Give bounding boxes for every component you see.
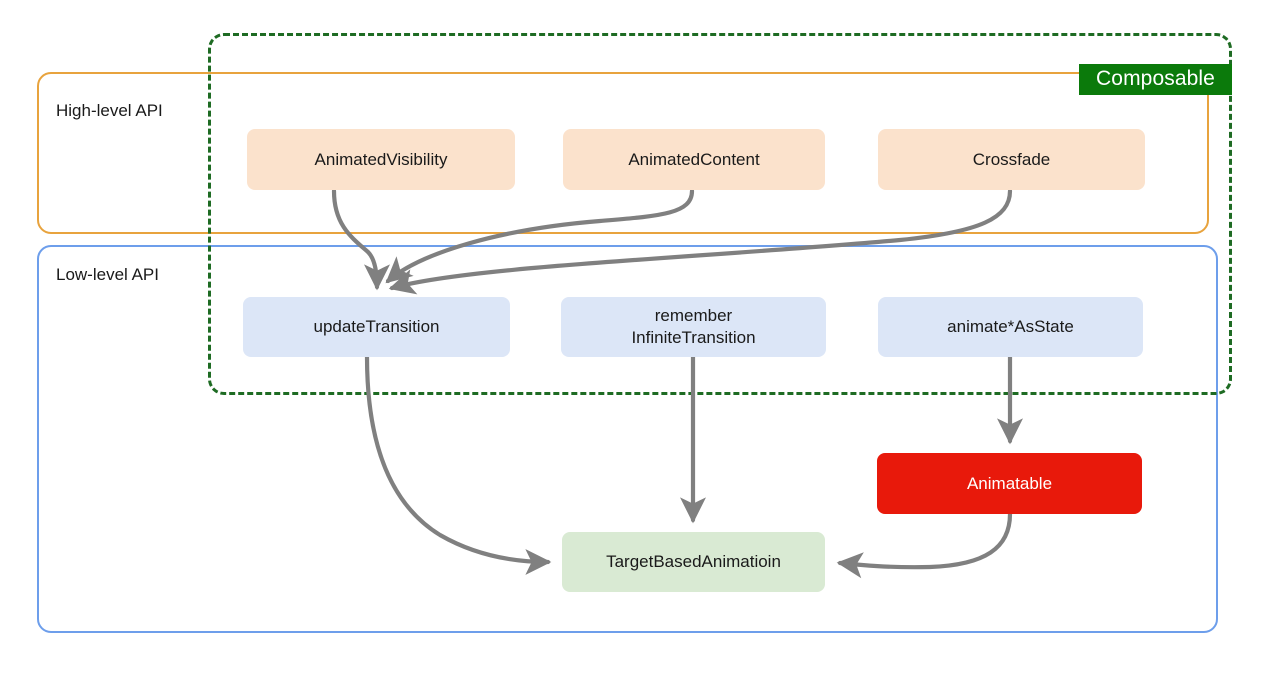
node-remember-infinite-transition-label: remember InfiniteTransition [631,306,756,347]
group-low-level-api-label: Low-level API [56,265,159,284]
node-animated-visibility[interactable]: AnimatedVisibility [247,129,515,190]
group-high-level-api-label: High-level API [56,101,163,120]
node-animated-content-label: AnimatedContent [628,149,760,169]
node-animatable[interactable]: Animatable [877,453,1142,514]
node-crossfade-label: Crossfade [972,149,1051,169]
node-animatable-label: Animatable [966,473,1053,493]
node-target-based-animation[interactable]: TargetBasedAnimatioin [562,532,825,592]
node-animated-content[interactable]: AnimatedContent [563,129,825,190]
composable-region [208,33,1232,395]
node-crossfade[interactable]: Crossfade [878,129,1145,190]
node-target-based-animation-label: TargetBasedAnimatioin [606,552,781,571]
node-animate-as-state-label: animate*AsState [947,317,1074,336]
node-animated-visibility-label: AnimatedVisibility [314,149,448,169]
composable-badge: Composable [1079,64,1232,95]
node-update-transition[interactable]: updateTransition [243,297,510,357]
node-remember-infinite-transition[interactable]: remember InfiniteTransition [561,297,826,357]
node-animate-as-state[interactable]: animate*AsState [878,297,1143,357]
node-update-transition-label: updateTransition [313,317,440,336]
